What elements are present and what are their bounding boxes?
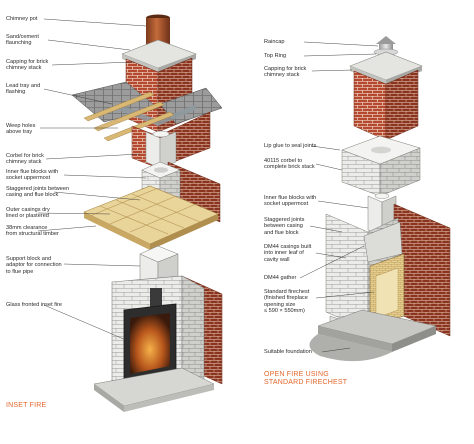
left-chimney-stack	[71, 14, 223, 169]
label-corbel: Corbel for brick chimney stack	[6, 153, 44, 166]
caption-open-fire: OPEN FIRE USING STANDARD FIRECHEST	[264, 371, 348, 386]
label-top-ring: Top Ring	[264, 53, 287, 59]
label-support-block: Support block and adaptor for connection…	[6, 256, 62, 275]
label-40115-corbel: 40115 corbel to complete brick stack	[264, 158, 315, 171]
label-capping-brick-stack: Capping for brick chimney stack	[6, 59, 49, 72]
label-clearance: 38mm clearance from structural timber	[6, 225, 59, 238]
label-chimney-pot: Chimney pot	[6, 16, 38, 22]
label-weep-holes: Weep holes above tray	[6, 123, 36, 136]
left-floor-joists	[83, 185, 219, 250]
caption-inset-fire: INSET FIRE	[6, 402, 47, 409]
label-glass-fronted-fire: Glass fronted inset fire	[6, 302, 62, 308]
label-staggered-joints: Staggered joints between casing and flue…	[6, 186, 70, 199]
label-lead-tray: Lead tray and flashing	[6, 83, 41, 96]
label-lip-glue: Lip glue to seal joints	[264, 143, 317, 149]
leader-lines	[37, 18, 379, 353]
label-right-inner-flue: Inner flue blocks with socket uppermost	[264, 195, 317, 208]
label-standard-firechest: Standard firechest (finished fireplace o…	[264, 289, 310, 315]
left-fireplace	[93, 275, 223, 412]
label-dm44-gather: DM44 gather	[264, 275, 297, 281]
label-dm44-casings: DM44 casings built into inner leaf of ca…	[264, 244, 312, 263]
label-right-capping: Capping for brick chimney stack	[264, 66, 307, 79]
label-outer-casings: Outer casings dry lined or plastered	[6, 207, 50, 220]
right-chimney-stack	[349, 36, 423, 141]
right-foundation	[309, 309, 437, 362]
label-suitable-foundation: Suitable foundation	[264, 349, 312, 355]
right-cavity-wall	[325, 203, 451, 343]
label-inner-flue-blocks: Inner flue blocks with socket uppermost	[6, 169, 59, 182]
label-right-staggered: Staggered joints between casing and flue…	[264, 217, 305, 236]
right-corbel-and-flue	[341, 135, 421, 237]
label-raincap: Raincap	[264, 39, 285, 45]
label-sand-cement-flaunching: Sand/cement flaunching	[6, 34, 39, 47]
